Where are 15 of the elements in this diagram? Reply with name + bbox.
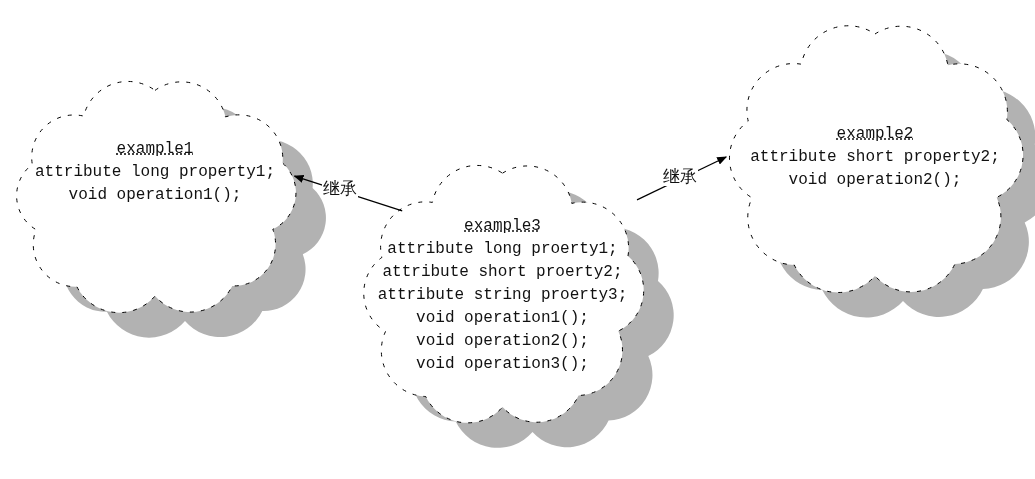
member-line: void operation2();: [788, 170, 962, 191]
member-line: attribute short property2;: [750, 147, 1000, 168]
member-line: attribute long property1;: [34, 162, 275, 183]
member-line: attribute short proerty2;: [382, 262, 623, 283]
member-line: attribute string proerty3;: [377, 285, 628, 306]
class-name: example3: [464, 216, 541, 237]
member-line: void operation2();: [416, 331, 589, 352]
member-line: void operation1();: [68, 185, 242, 206]
member-line: void operation1();: [416, 308, 589, 329]
edge-label: 继承: [322, 178, 358, 198]
class-name: example2: [836, 124, 914, 145]
edge-label: 继承: [662, 166, 698, 186]
member-line: void operation3();: [416, 354, 589, 375]
member-line: attribute long proerty1;: [387, 239, 618, 260]
class-name: example1: [116, 139, 194, 160]
